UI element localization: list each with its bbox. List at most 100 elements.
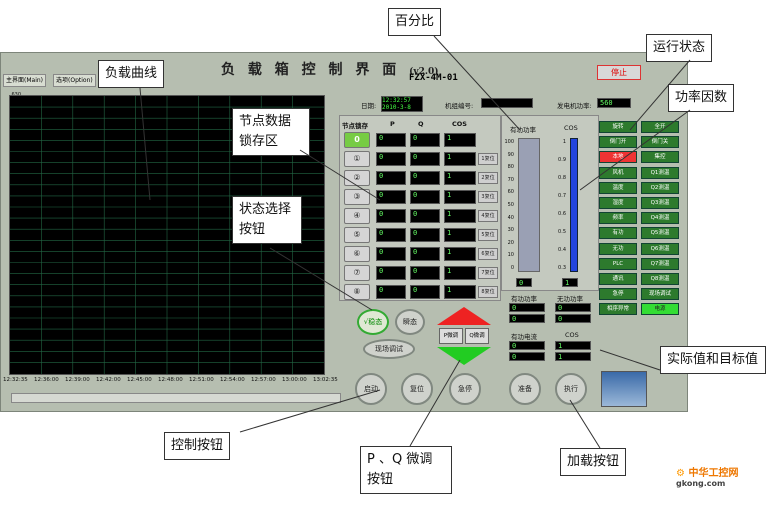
gauge-tick: 0.5 xyxy=(558,229,566,235)
row-reset-button[interactable]: 8复位 xyxy=(478,286,498,298)
cos-cell: 1 xyxy=(444,247,476,261)
x-tick: 12:39:00 xyxy=(65,377,90,383)
cos-actual: 1 xyxy=(555,341,591,350)
status-indicator: Q2测温 xyxy=(641,181,679,194)
power-value: 560 xyxy=(597,98,631,108)
act-power-actual: 0 xyxy=(509,303,545,312)
act-power-target: 0 xyxy=(509,314,545,323)
cos-cell: 1 xyxy=(444,171,476,185)
gear-icon: ⚙ xyxy=(676,468,685,479)
p-value: 0 xyxy=(376,209,406,223)
act-current-actual: 0 xyxy=(509,341,545,350)
cos-cell: 1 xyxy=(444,285,476,299)
steady-button[interactable]: √稳态 xyxy=(357,309,389,335)
cos-cell: 1 xyxy=(444,133,476,147)
x-tick: 12:51:00 xyxy=(189,377,214,383)
callout-state-btn: 状态选择按钮 xyxy=(232,196,302,244)
p-value: 0 xyxy=(376,190,406,204)
transient-button[interactable]: 瞬态 xyxy=(395,309,425,335)
pq-fine-tune xyxy=(437,307,491,365)
p-value: 0 xyxy=(376,228,406,242)
status-indicator: 全开 xyxy=(641,121,679,133)
cos-value: 1 xyxy=(562,278,578,287)
model-label: FZX-4M-01 xyxy=(409,73,458,83)
field-debug-button[interactable]: 现场调试 xyxy=(363,339,415,359)
latch-button[interactable]: ⑧ xyxy=(344,284,370,300)
q-value: 0 xyxy=(410,190,440,204)
status-indicator: Q6测温 xyxy=(641,242,679,255)
stop-button[interactable]: 停止 xyxy=(597,65,641,80)
p-value: 0 xyxy=(376,247,406,261)
status-indicator: 频率 xyxy=(599,212,637,225)
decrease-arrow-icon[interactable] xyxy=(437,347,491,365)
q-value: 0 xyxy=(410,266,440,280)
tab-main[interactable]: 主界面(Main) xyxy=(3,74,47,87)
unit-number-field[interactable] xyxy=(481,98,533,108)
latch-button[interactable]: ⑦ xyxy=(344,265,370,281)
x-tick: 12:45:00 xyxy=(127,377,152,383)
status-indicator: 通讯 xyxy=(599,273,637,285)
gauge-tick: 0.9 xyxy=(558,157,566,163)
reset-button[interactable]: 复位 xyxy=(401,373,433,405)
row-reset-button[interactable]: 5复位 xyxy=(478,229,498,241)
tab-option[interactable]: 选项(Option) xyxy=(53,74,96,87)
gauge-tick: 90 xyxy=(507,151,514,158)
x-tick: 13:02:35 xyxy=(313,377,338,383)
ready-button[interactable]: 准备 xyxy=(509,373,541,405)
p-fine-button[interactable]: P微调 xyxy=(439,328,463,344)
callout-actual: 实际值和目标值 xyxy=(660,346,766,374)
latch-button[interactable]: 0 xyxy=(344,132,370,148)
callout-node: 节点数据锁存区 xyxy=(232,108,310,156)
q-fine-button[interactable]: Q微调 xyxy=(465,328,489,344)
q-value: 0 xyxy=(410,133,440,147)
active-power-label: 有功功率 xyxy=(510,126,536,134)
status-indicator: 温度 xyxy=(599,181,637,194)
cos-cell: 1 xyxy=(444,152,476,166)
execute-button[interactable]: 执行 xyxy=(555,373,587,405)
start-button[interactable]: 启动 xyxy=(355,373,387,405)
row-reset-button[interactable]: 4复位 xyxy=(478,210,498,222)
col-p: P xyxy=(390,120,395,128)
react-power-label: 无功功率 xyxy=(557,295,583,303)
latch-button[interactable]: ③ xyxy=(344,189,370,205)
row-reset-button[interactable]: 6复位 xyxy=(478,248,498,260)
q-value: 0 xyxy=(410,209,440,223)
plot-scrollbar[interactable] xyxy=(11,393,341,403)
emergency-stop-button[interactable]: 急停 xyxy=(449,373,481,405)
callout-load: 加载按钮 xyxy=(560,448,627,476)
gauge-tick: 80 xyxy=(507,164,514,171)
p-value: 0 xyxy=(376,133,406,147)
status-indicator: Q1测温 xyxy=(641,166,679,179)
x-tick: 12:54:00 xyxy=(220,377,245,383)
status-indicator: Q5测温 xyxy=(641,227,679,240)
gauge-tick: 30 xyxy=(507,227,514,234)
p-value: 0 xyxy=(376,285,406,299)
act-current-target: 0 xyxy=(509,352,545,361)
row-reset-button[interactable]: 3复位 xyxy=(478,191,498,203)
callout-control: 控制按钮 xyxy=(164,432,231,460)
latch-button[interactable]: ⑤ xyxy=(344,227,370,243)
active-power-value: 0 xyxy=(516,278,532,287)
row-reset-button[interactable]: 7复位 xyxy=(478,267,498,279)
gauge-tick: 70 xyxy=(507,176,514,183)
q-value: 0 xyxy=(410,285,440,299)
status-indicator: PLC xyxy=(599,257,637,270)
callout-run-state: 运行状态 xyxy=(646,34,713,62)
gauge-tick: 1 xyxy=(562,139,566,145)
increase-arrow-icon[interactable] xyxy=(437,307,491,325)
latch-button[interactable]: ⑥ xyxy=(344,246,370,262)
react-power-target: 0 xyxy=(555,314,591,323)
gauge-tick: 0.6 xyxy=(558,211,566,217)
row-reset-button[interactable]: 2复位 xyxy=(478,172,498,184)
callout-pq: P 、Q 微调按钮 xyxy=(360,446,452,494)
status-indicator: 现场调试 xyxy=(641,288,679,301)
gauge-tick: 0.7 xyxy=(558,193,566,199)
row-reset-button[interactable]: 1复位 xyxy=(478,153,498,165)
latch-button[interactable]: ④ xyxy=(344,208,370,224)
latch-button[interactable]: ① xyxy=(344,151,370,167)
callout-pf: 功率因数 xyxy=(668,84,735,112)
cos-cell: 1 xyxy=(444,228,476,242)
